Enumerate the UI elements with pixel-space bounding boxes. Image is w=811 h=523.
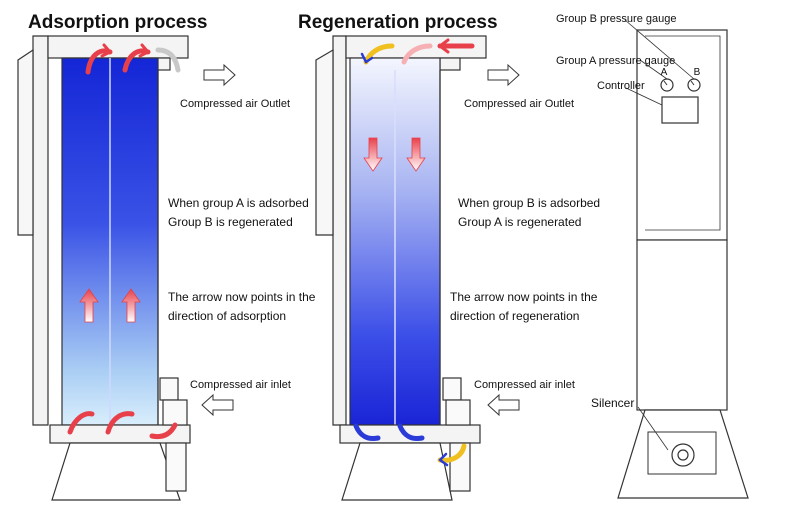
adsorption-up-arrows — [79, 288, 141, 323]
adsorption-arrow-line1: The arrow now points in the — [168, 290, 316, 304]
controller-label: Controller — [597, 80, 645, 92]
regeneration-bottom-flow-arrows — [353, 423, 467, 467]
adsorption-top-flow-arrows — [85, 43, 181, 75]
controller-screen — [661, 96, 699, 124]
adsorption-title: Adsorption process — [28, 12, 207, 33]
regeneration-arrow-line2: direction of regeneration — [450, 309, 579, 323]
adsorption-inlet-label: Compressed air inlet — [190, 379, 291, 391]
adsorption-outlet-label: Compressed air Outlet — [180, 98, 290, 110]
regeneration-outlet-arrow — [487, 63, 520, 87]
adsorption-arrow-line2: direction of adsorption — [168, 309, 286, 323]
adsorption-outlet-arrow — [203, 63, 236, 87]
gauge-b-label: Group B pressure gauge — [556, 13, 676, 25]
regeneration-tower — [315, 35, 487, 501]
dryer-cabinet — [617, 19, 749, 499]
regeneration-title: Regeneration process — [298, 12, 498, 33]
adsorption-status-line2: Group B is regenerated — [168, 215, 293, 229]
regeneration-top-flow-arrows — [360, 38, 475, 65]
gauge-b-letter: B — [694, 67, 701, 78]
gauge-a-letter: A — [661, 67, 668, 78]
adsorption-inlet-arrow — [201, 393, 234, 417]
regeneration-arrow-line1: The arrow now points in the — [450, 290, 598, 304]
adsorption-status-line1: When group A is adsorbed — [168, 196, 309, 210]
regeneration-down-arrows — [363, 137, 426, 172]
adsorption-tower — [17, 35, 191, 501]
silencer-label: Silencer — [591, 396, 634, 410]
adsorption-bottom-flow-arrows — [67, 411, 178, 440]
regeneration-inlet-arrow — [487, 393, 520, 417]
regeneration-status-line2: Group A is regenerated — [458, 215, 581, 229]
regeneration-status-line1: When group B is adsorbed — [458, 196, 600, 210]
regeneration-inlet-label: Compressed air inlet — [474, 379, 575, 391]
gauge-a-label: Group A pressure gauge — [556, 55, 675, 67]
regeneration-outlet-label: Compressed air Outlet — [464, 98, 574, 110]
